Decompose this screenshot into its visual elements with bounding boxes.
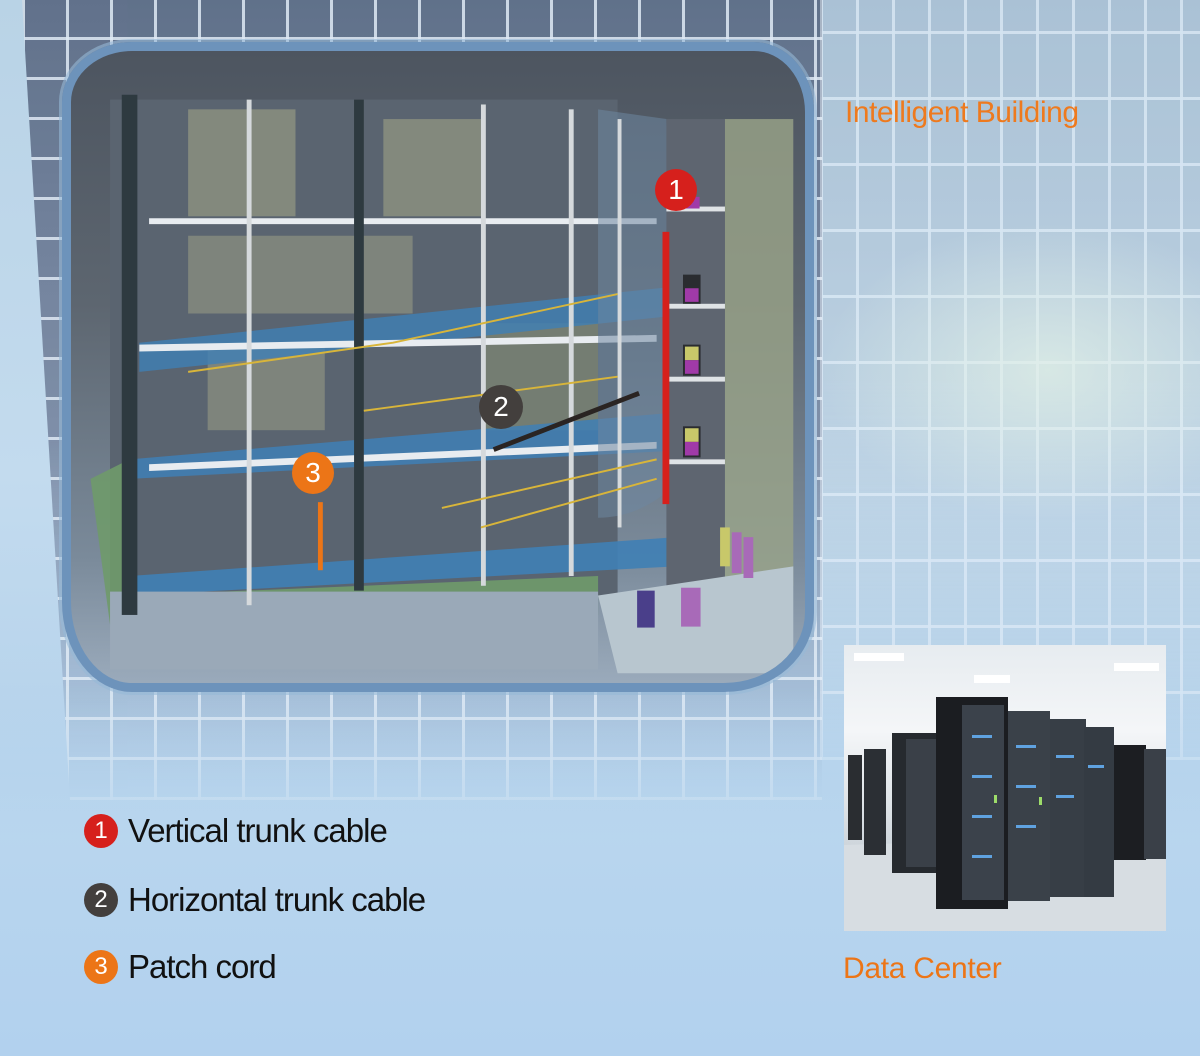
- marker-3-patch-cord: 3: [292, 452, 334, 494]
- legend-number-3: 3: [84, 950, 118, 984]
- intelligent-building-title: Intelligent Building: [845, 96, 1079, 129]
- sky-haze: [820, 220, 1200, 520]
- marker-1-vertical-trunk-cable: 1: [655, 169, 697, 211]
- server-racks-icon: [844, 653, 1166, 931]
- building-cross-section-icon: [90, 94, 794, 674]
- legend-item-patch-cord: 3 Patch cord: [84, 948, 277, 986]
- vertical-trunk-cable: [662, 231, 670, 505]
- patch-cord: [317, 502, 323, 571]
- legend-label: Vertical trunk cable: [128, 812, 388, 849]
- legend-label: Patch cord: [128, 948, 277, 985]
- building-cutaway-illustration: [62, 42, 814, 692]
- data-center-title: Data Center: [843, 952, 1002, 985]
- legend-item-vertical-trunk-cable: 1 Vertical trunk cable: [84, 812, 388, 850]
- legend-number-2: 2: [84, 883, 118, 917]
- horizontal-trunk-cable: [492, 390, 640, 452]
- marker-2-horizontal-trunk-cable: 2: [479, 385, 523, 429]
- legend-number-1: 1: [84, 814, 118, 848]
- legend-label: Horizontal trunk cable: [128, 881, 426, 918]
- data-center-photo: [844, 645, 1166, 931]
- legend-item-horizontal-trunk-cable: 2 Horizontal trunk cable: [84, 881, 426, 919]
